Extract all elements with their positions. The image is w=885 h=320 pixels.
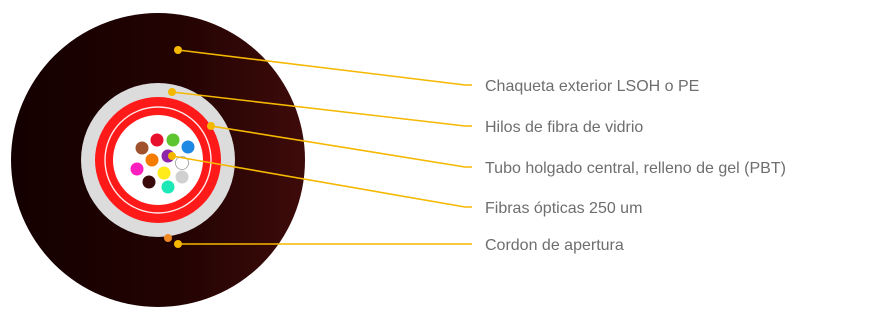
fiber-gray [175, 170, 189, 184]
leader-line-fibers [171, 155, 472, 208]
label-yarn: Hilos de fibra de vidrio [485, 119, 643, 136]
tube-stripe [104, 106, 212, 214]
label-ripcord: Cordon de apertura [485, 237, 624, 254]
cable-cross-section [11, 13, 305, 307]
label-jacket: Chaqueta exterior LSOH o PE [485, 78, 699, 95]
leader-dots [168, 46, 215, 248]
leader-dot-fibers [168, 152, 176, 160]
leader-line-yarn [171, 91, 472, 127]
fiber-orange [145, 153, 159, 167]
leader-dot-tube [207, 122, 215, 130]
fiber-black [142, 175, 156, 189]
fiber-magenta [130, 162, 144, 176]
optical-fibers [130, 133, 195, 194]
fiber-white [175, 156, 189, 170]
fiber-blue [181, 140, 195, 154]
leader-lines [171, 49, 472, 245]
fiber-green [166, 133, 180, 147]
ripcord [164, 234, 172, 242]
fiber-aqua [161, 180, 175, 194]
label-tube: Tubo holgado central, relleno de gel (PB… [485, 160, 786, 177]
leader-line-jacket [177, 49, 472, 86]
leader-line-tube [210, 125, 472, 168]
label-fibers: Fibras ópticas 250 um [485, 200, 642, 217]
leader-dot-ripcord [174, 240, 182, 248]
fiber-brown [135, 141, 149, 155]
fiber-yellow [157, 166, 171, 180]
leader-dot-yarn [168, 88, 176, 96]
leader-dot-jacket [174, 46, 182, 54]
fiber-red [150, 133, 164, 147]
callout-labels: Chaqueta exterior LSOH o PE Hilos de fib… [485, 78, 786, 254]
